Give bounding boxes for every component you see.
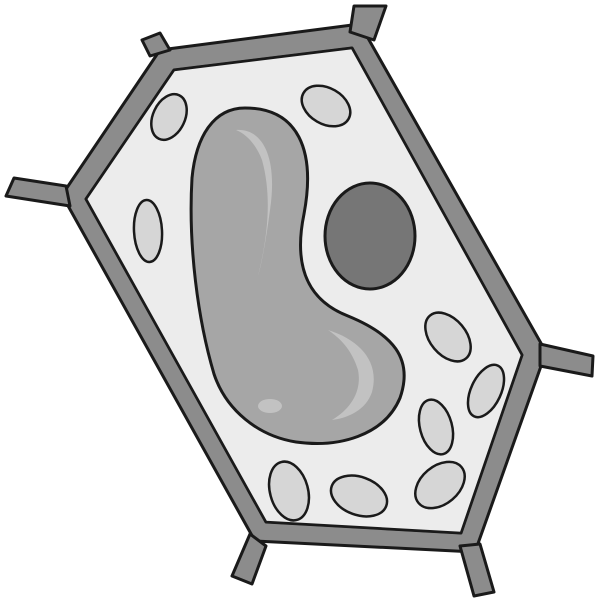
cell-wall-stub-top-left: [142, 33, 170, 56]
cell-wall-stub-bottom-right: [460, 544, 494, 596]
cell-wall-stub-right: [540, 344, 593, 376]
cell-wall-stub-bottom-left: [232, 534, 266, 584]
cell-wall-stub-top-right: [350, 6, 386, 40]
nucleus: [325, 183, 415, 289]
cell-wall-stub-left: [6, 178, 70, 206]
vacuole-highlight-spot: [258, 399, 282, 413]
